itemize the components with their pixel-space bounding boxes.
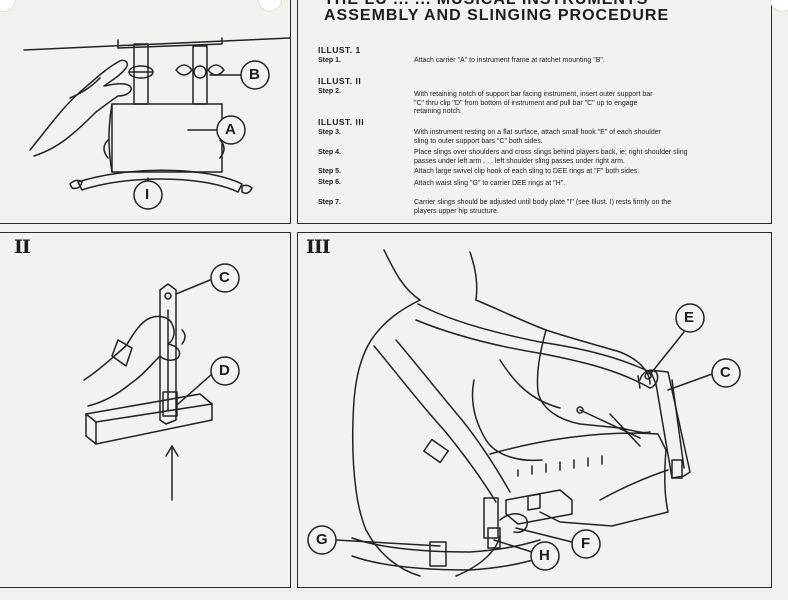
step-label: Step 2.: [318, 88, 341, 95]
section-label: ILLUST. III: [318, 117, 365, 127]
callout-leaders: [147, 74, 713, 553]
step-label: Step 5.: [318, 168, 341, 175]
step-text: Place slings over shoulders and cross sl…: [414, 149, 688, 165]
callout-f: F: [581, 535, 591, 552]
callout-g: G: [316, 531, 328, 548]
step-text: Attach large swivel clip hook of each sl…: [414, 168, 640, 175]
instructions-panel: [297, 0, 772, 224]
callout-c: C: [219, 269, 230, 286]
callout-c-panel3: C: [720, 364, 731, 381]
step-label: Step 3.: [318, 129, 341, 136]
illustration-2-panel: [0, 232, 291, 588]
illustration-2-drawing: [83, 283, 213, 501]
step-label: Step 4.: [318, 149, 341, 156]
callout-b: B: [249, 66, 260, 83]
panel-numeral: II: [14, 236, 31, 258]
title-line-2: ASSEMBLY AND SLINGING PROCEDURE: [324, 7, 670, 24]
callout-circles: [133, 60, 741, 571]
step-label: Step 6.: [318, 179, 341, 186]
callout-h: H: [539, 547, 550, 564]
step-text: With retaining notch of support bar faci…: [414, 91, 653, 115]
illustration-3-drawing: [351, 249, 691, 577]
section-label: ILLUST. 1: [318, 45, 361, 55]
step-text: With instrument resting on a flat surfac…: [414, 129, 661, 145]
document-header: THE LU ... ... MUSICAL INSTRUMENTS ASSEM…: [324, 0, 764, 32]
callout-d: D: [219, 362, 230, 379]
callout-a: A: [225, 121, 236, 138]
callout-e: E: [684, 309, 695, 326]
step-text: Carrier slings should be adjusted until …: [414, 199, 672, 215]
illustration-1-drawing: [23, 37, 291, 195]
illustration-3-panel: [297, 232, 772, 588]
step-label: Step 7.: [318, 199, 341, 206]
step-text: Attach carrier "A" to instrument frame a…: [414, 57, 605, 64]
section-label: ILLUST. II: [318, 76, 362, 86]
step-text: Attach waist sling "G" to carrier DEE ri…: [414, 180, 566, 187]
title-line-1: THE LU ... ... MUSICAL INSTRUMENTS: [324, 0, 648, 9]
panel-numeral: III: [306, 236, 331, 258]
step-label: Step 1.: [318, 57, 341, 64]
callout-i: I: [145, 186, 150, 203]
